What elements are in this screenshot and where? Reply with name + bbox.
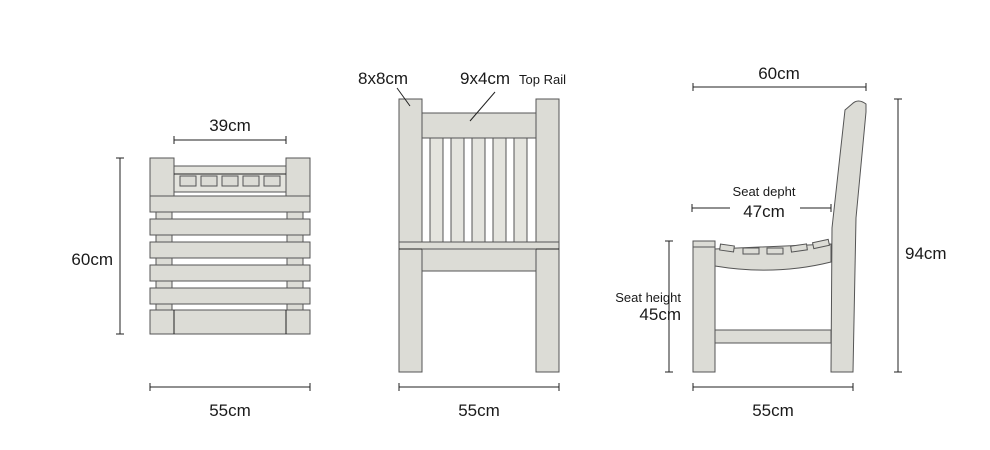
side-view-seat-slat (719, 243, 735, 253)
front-view-back-slat (450, 137, 465, 243)
side-view-bottom-width-label: 55cm (752, 401, 794, 420)
side-view: 60cm Seat depht 47cm Seat height 45cm 94… (615, 64, 946, 420)
front-view-left-post (398, 98, 423, 373)
front-view-rail-name-label: Top Rail (519, 72, 566, 87)
side-view-seat-slat (790, 243, 808, 253)
side-view-seat-height-title: Seat height (615, 290, 681, 305)
side-view-height-label: 94cm (905, 244, 947, 263)
side-view-depth-label: 60cm (758, 64, 800, 83)
top-view-seat-slat (149, 241, 311, 259)
side-view-front-leg (692, 240, 716, 373)
top-view-bottom-width-label: 55cm (209, 401, 251, 420)
side-view-stretcher (714, 329, 832, 344)
front-view-apron (421, 248, 537, 272)
top-view-seat-slat (149, 218, 311, 236)
front-view-back-slat (471, 137, 486, 243)
side-view-seat-slat (742, 247, 760, 255)
top-view: 39cm 60cm 55cm (71, 116, 311, 420)
top-view-back-slat (221, 175, 239, 187)
front-view-top-rail (421, 112, 537, 139)
front-view: 8x8cm 9x4cm Top Rail 55cm (358, 69, 566, 420)
top-view-back-slat (179, 175, 197, 187)
front-view-right-post (535, 98, 560, 373)
side-view-back-post (830, 100, 867, 373)
top-view-seat-slat (149, 287, 311, 305)
front-view-post-leader (396, 87, 411, 107)
front-view-back-slat (429, 137, 444, 243)
front-view-rail-size-label: 9x4cm (460, 69, 510, 88)
front-view-rail-leader (469, 91, 496, 122)
top-view-back-slat (242, 175, 260, 187)
top-view-depth-label: 60cm (71, 250, 113, 269)
front-view-seat (398, 241, 560, 250)
top-view-seat-slat (149, 264, 311, 282)
top-view-back-slat (200, 175, 218, 187)
side-view-seat-height-value: 45cm (639, 305, 681, 324)
front-view-post-size-label: 8x8cm (358, 69, 408, 88)
side-view-seat-slat (766, 247, 784, 255)
front-view-bottom-width-label: 55cm (458, 401, 500, 420)
top-view-seat-slat (149, 195, 311, 213)
top-view-front-rail (149, 309, 311, 335)
front-view-back-slat (492, 137, 507, 243)
top-view-back-slat (263, 175, 281, 187)
top-view-back-right-post (285, 157, 311, 197)
side-view-seat-slat (811, 238, 831, 250)
side-view-seat-depth-value: 47cm (743, 202, 785, 221)
side-view-seat-depth-title: Seat depht (733, 184, 796, 199)
top-view-width-label: 39cm (209, 116, 251, 135)
front-view-back-slat (513, 137, 528, 243)
top-view-back-left-post (149, 157, 175, 197)
side-view-seat-slat (692, 240, 716, 248)
